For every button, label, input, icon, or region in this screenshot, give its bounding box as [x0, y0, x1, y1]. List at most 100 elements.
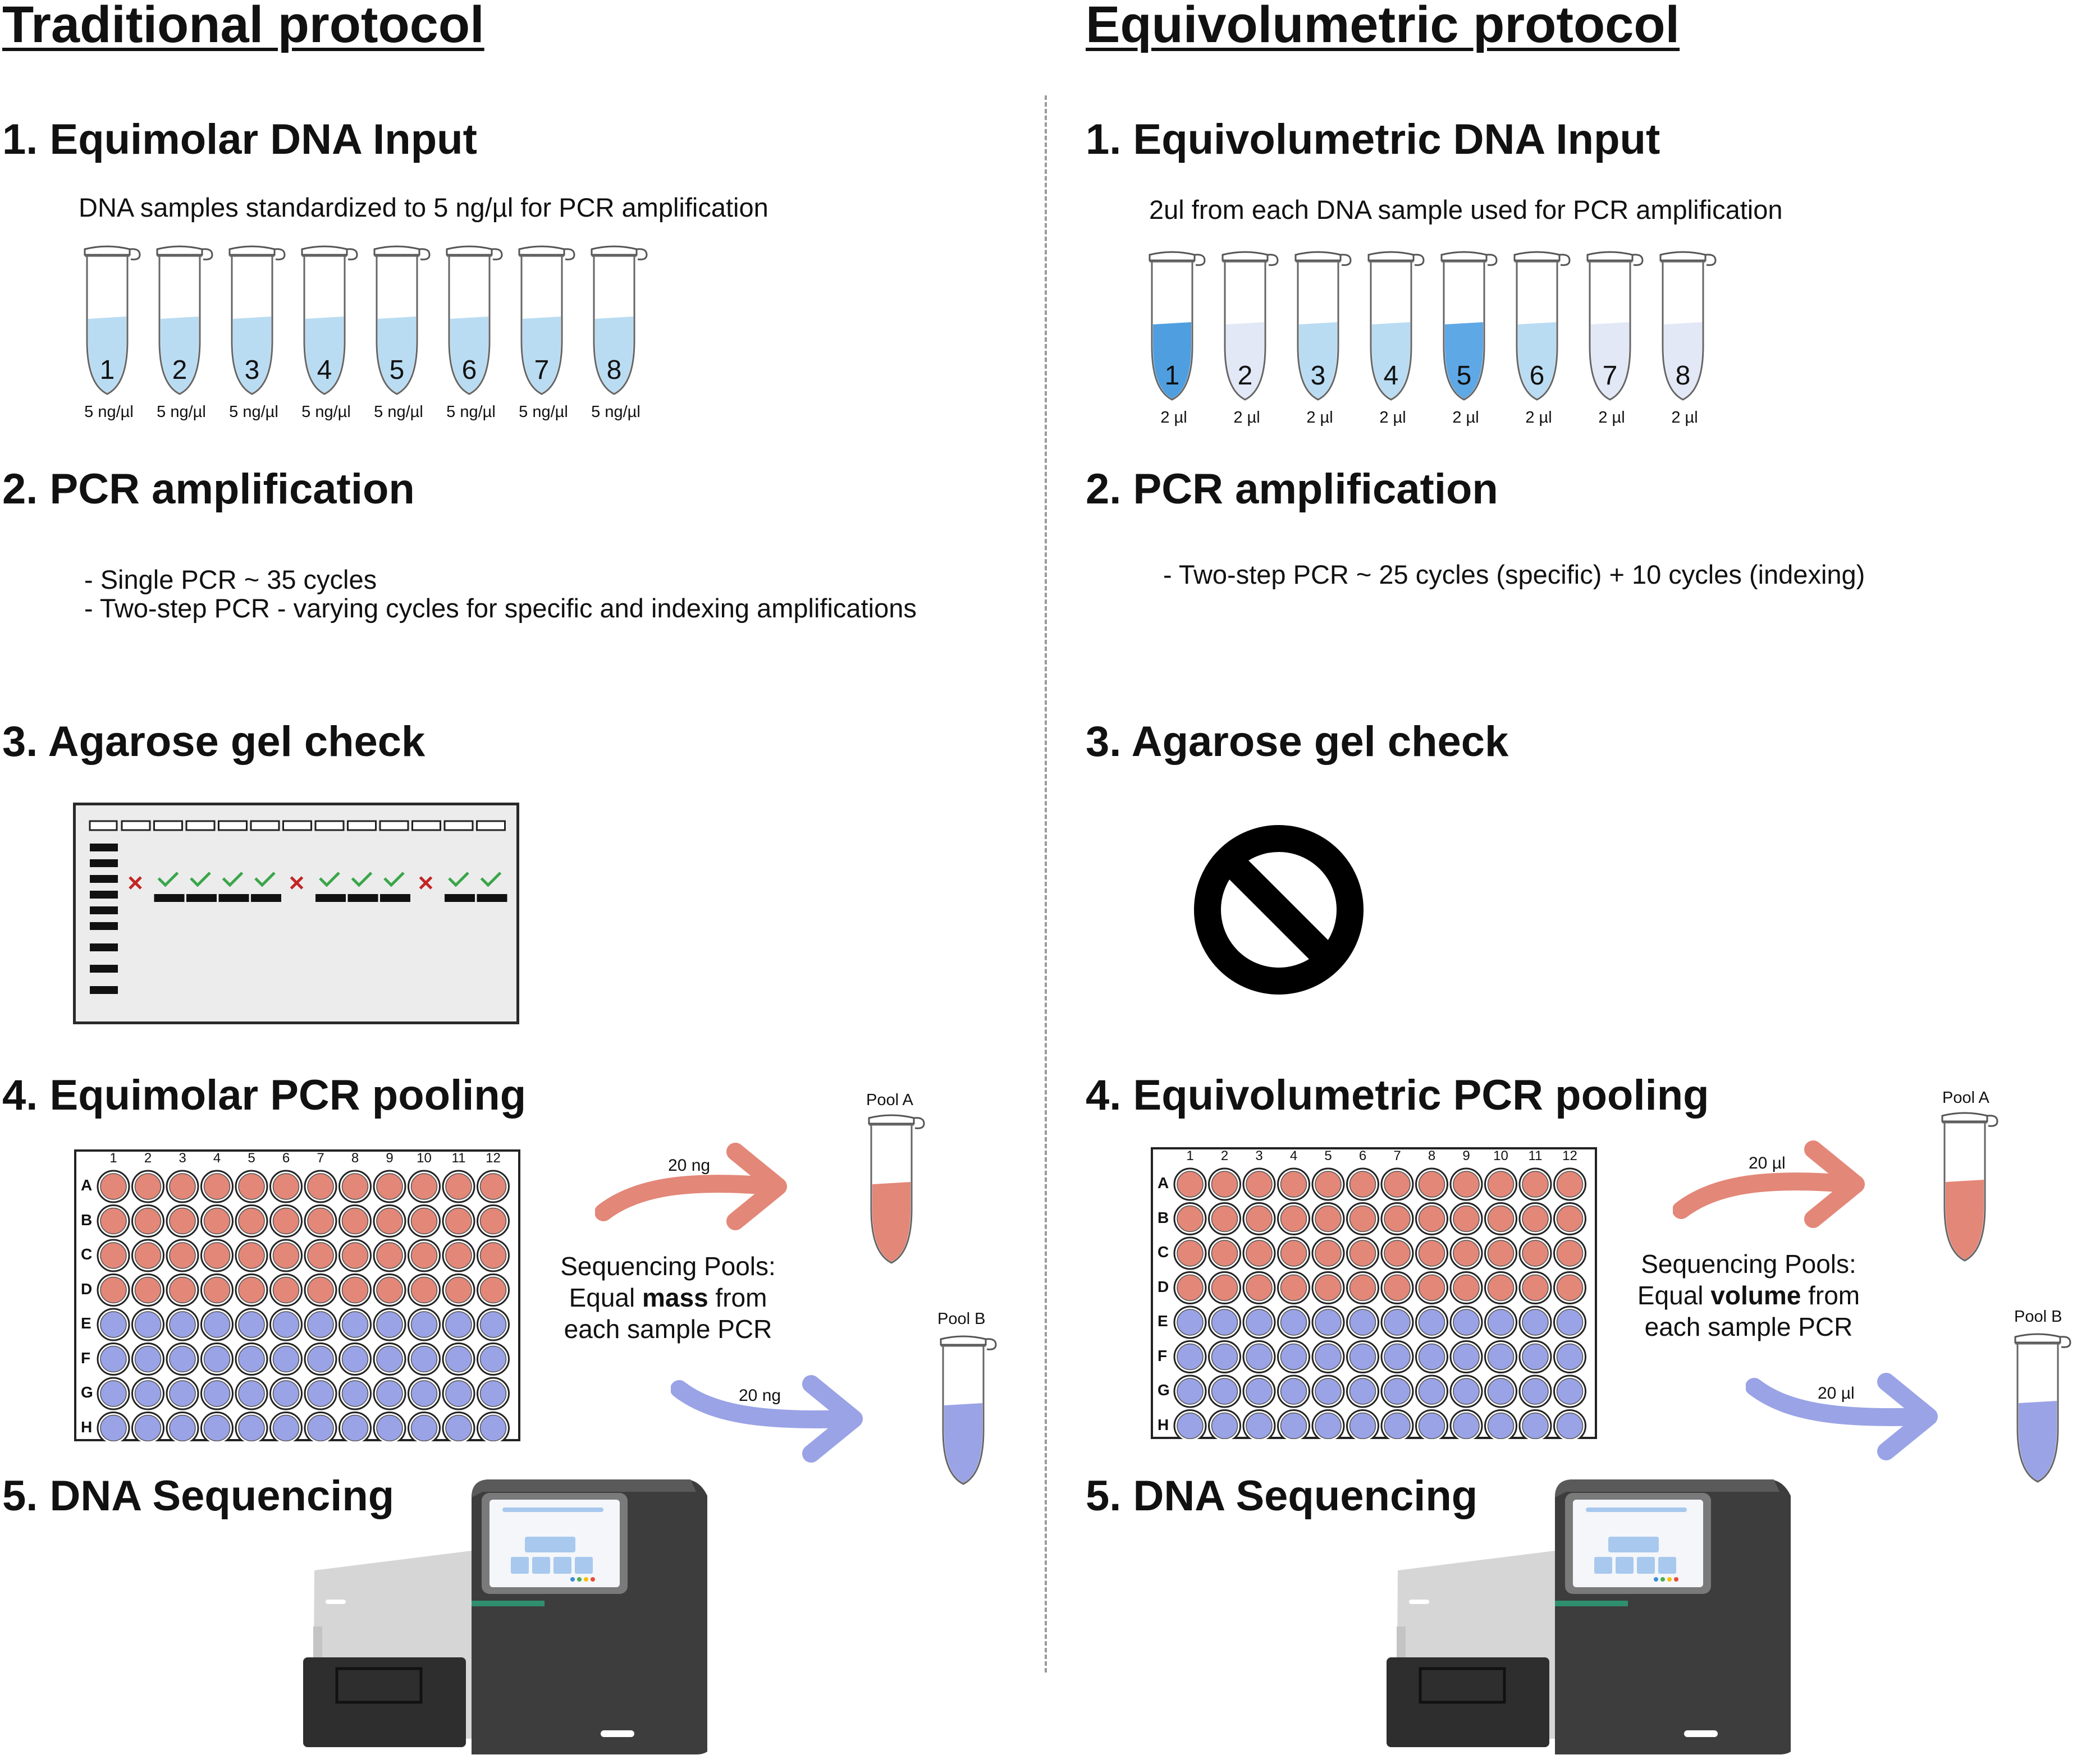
plate-column-label: 4 [1289, 1148, 1298, 1163]
well-sample [307, 1242, 334, 1269]
well-sample [376, 1414, 403, 1441]
check-icon [480, 872, 502, 887]
pool-note-emphasis: volume [1710, 1281, 1801, 1310]
plate-row-label: B [81, 1211, 93, 1229]
plate-column-label: 5 [248, 1151, 255, 1166]
pool-note-line-1: Sequencing Pools: [560, 1252, 776, 1281]
ladder-band [90, 875, 118, 883]
well-sample [134, 1207, 162, 1235]
well-sample [341, 1242, 369, 1269]
well-sample [134, 1276, 162, 1304]
well-sample [238, 1345, 265, 1373]
gel-band [445, 894, 475, 902]
well-sample [376, 1311, 403, 1338]
pool-b-arrow [671, 1375, 863, 1463]
well-sample [1211, 1412, 1238, 1439]
well-sample [203, 1345, 231, 1373]
well-sample [1315, 1171, 1342, 1198]
well-sample [100, 1207, 127, 1235]
well-sample [1384, 1240, 1411, 1267]
well-sample [1315, 1274, 1342, 1302]
gel-band [218, 894, 249, 902]
pool-a-arrow [1673, 1140, 1865, 1228]
well-sample [1315, 1412, 1342, 1439]
pool-a-tube [864, 1111, 926, 1291]
well-sample [1177, 1412, 1204, 1439]
well-sample [341, 1207, 369, 1235]
well-sample [169, 1414, 196, 1441]
pool-note-line-3: each sample PCR [1644, 1312, 1853, 1341]
well-sample [169, 1276, 196, 1304]
pool-note-equal: Equal [1637, 1281, 1711, 1310]
gel-well [411, 820, 441, 831]
well-sample [1522, 1343, 1549, 1371]
tube-number: 6 [1529, 361, 1545, 391]
pool-b-tube [936, 1332, 998, 1512]
well-sample [1246, 1240, 1273, 1267]
pool-note-line-2: Equal volume from [1625, 1280, 1872, 1311]
ladder-band [90, 891, 118, 899]
tube-number: 7 [1602, 361, 1618, 391]
well-sample [1384, 1274, 1411, 1302]
cross-icon [290, 876, 304, 890]
gel-well [121, 820, 151, 831]
well-sample [238, 1380, 265, 1407]
prohibited-icon [1194, 825, 1364, 995]
well-sample [479, 1173, 507, 1200]
well-sample [1384, 1171, 1411, 1198]
dna-sequencer [1387, 1475, 1796, 1764]
tube-concentration-label: 2 µl [1452, 409, 1479, 427]
well-sample [479, 1345, 507, 1373]
well-sample [1246, 1412, 1273, 1439]
pool-a-amount: 20 ng [668, 1156, 711, 1175]
well-sample [479, 1276, 507, 1304]
tube-concentration-label: 5 ng/µl [157, 403, 206, 421]
plate-column-label: 2 [1220, 1148, 1229, 1163]
plate-column-label: 1 [109, 1151, 117, 1166]
well-sample [203, 1380, 231, 1407]
well-sample [445, 1242, 472, 1269]
check-icon [157, 872, 179, 887]
well-sample [1177, 1343, 1204, 1371]
well-sample [134, 1380, 162, 1407]
gel-band [154, 894, 185, 902]
pool-b-label: Pool B [937, 1310, 986, 1328]
plate-column-label: 8 [1428, 1148, 1436, 1163]
well-sample [1522, 1309, 1549, 1336]
well-sample [1384, 1378, 1411, 1405]
well-sample [1280, 1378, 1307, 1405]
gel-well [347, 820, 377, 831]
well-sample [1246, 1309, 1273, 1336]
plate-row-label: G [81, 1383, 93, 1401]
plate-column-label: 3 [179, 1151, 186, 1166]
pool-a-tube [1938, 1109, 2000, 1289]
well-sample [169, 1345, 196, 1373]
well-sample [479, 1414, 507, 1441]
well-sample [1177, 1309, 1204, 1336]
plate-column-label: 5 [1324, 1148, 1332, 1163]
well-sample [272, 1276, 300, 1304]
well-sample [238, 1242, 265, 1269]
ladder-band [90, 922, 118, 930]
sequencing-pools-note: Sequencing Pools: Equal volume from each… [1625, 1248, 1872, 1343]
well-sample [410, 1173, 438, 1200]
plate-row-label: D [81, 1280, 93, 1298]
well-sample [1487, 1309, 1515, 1336]
well-sample [1522, 1171, 1549, 1198]
plate-column-label: 7 [317, 1151, 324, 1166]
well-sample [307, 1173, 334, 1200]
step1-heading: 1. Equivolumetric DNA Input [1086, 116, 1660, 163]
well-sample [1453, 1274, 1480, 1302]
tube-number: 4 [317, 355, 332, 385]
step4-heading: 4. Equivolumetric PCR pooling [1086, 1071, 1709, 1119]
ladder-band [90, 986, 118, 994]
tube-concentration-label: 5 ng/µl [374, 403, 423, 421]
tube-number: 7 [534, 355, 550, 385]
plate-column-label: 3 [1255, 1148, 1263, 1163]
